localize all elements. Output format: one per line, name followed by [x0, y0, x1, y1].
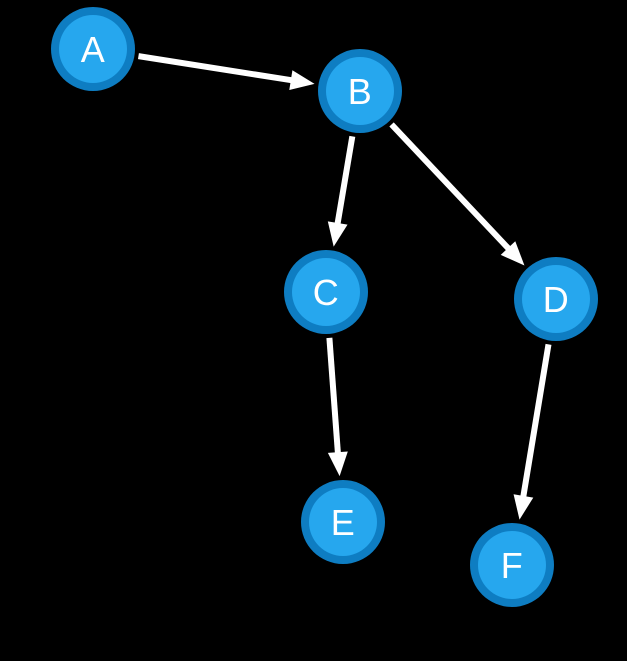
- arrowhead-icon: [513, 494, 534, 520]
- node-C[interactable]: C: [284, 250, 368, 334]
- node-label: A: [81, 29, 106, 70]
- edge-line-D-F: [519, 343, 552, 500]
- edge-line-A-B: [137, 53, 295, 84]
- edge-B-D: [389, 122, 525, 266]
- arrowhead-icon: [327, 221, 348, 247]
- edge-line-C-E: [326, 337, 342, 456]
- edge-A-B: [137, 53, 315, 91]
- node-E[interactable]: E: [301, 480, 385, 564]
- edge-C-E: [326, 337, 348, 477]
- edge-line-B-C: [334, 135, 356, 227]
- node-label: B: [348, 71, 373, 112]
- node-F[interactable]: F: [470, 523, 554, 607]
- arrowhead-icon: [327, 451, 348, 477]
- node-B[interactable]: B: [318, 49, 402, 133]
- node-D[interactable]: D: [514, 257, 598, 341]
- node-inner-circle: [292, 258, 360, 326]
- arrowhead-icon: [289, 70, 315, 91]
- node-inner-circle: [309, 488, 377, 556]
- arrowhead-icon: [500, 241, 525, 266]
- edge-B-C: [327, 135, 356, 247]
- node-label: D: [543, 279, 570, 320]
- node-inner-circle: [326, 57, 394, 125]
- node-label: E: [331, 502, 356, 543]
- node-label: F: [501, 545, 524, 586]
- node-A[interactable]: A: [51, 7, 135, 91]
- edge-D-F: [513, 343, 552, 520]
- node-inner-circle: [522, 265, 590, 333]
- node-inner-circle: [478, 531, 546, 599]
- edge-line-B-D: [389, 122, 513, 253]
- node-label: C: [313, 272, 340, 313]
- node-inner-circle: [59, 15, 127, 83]
